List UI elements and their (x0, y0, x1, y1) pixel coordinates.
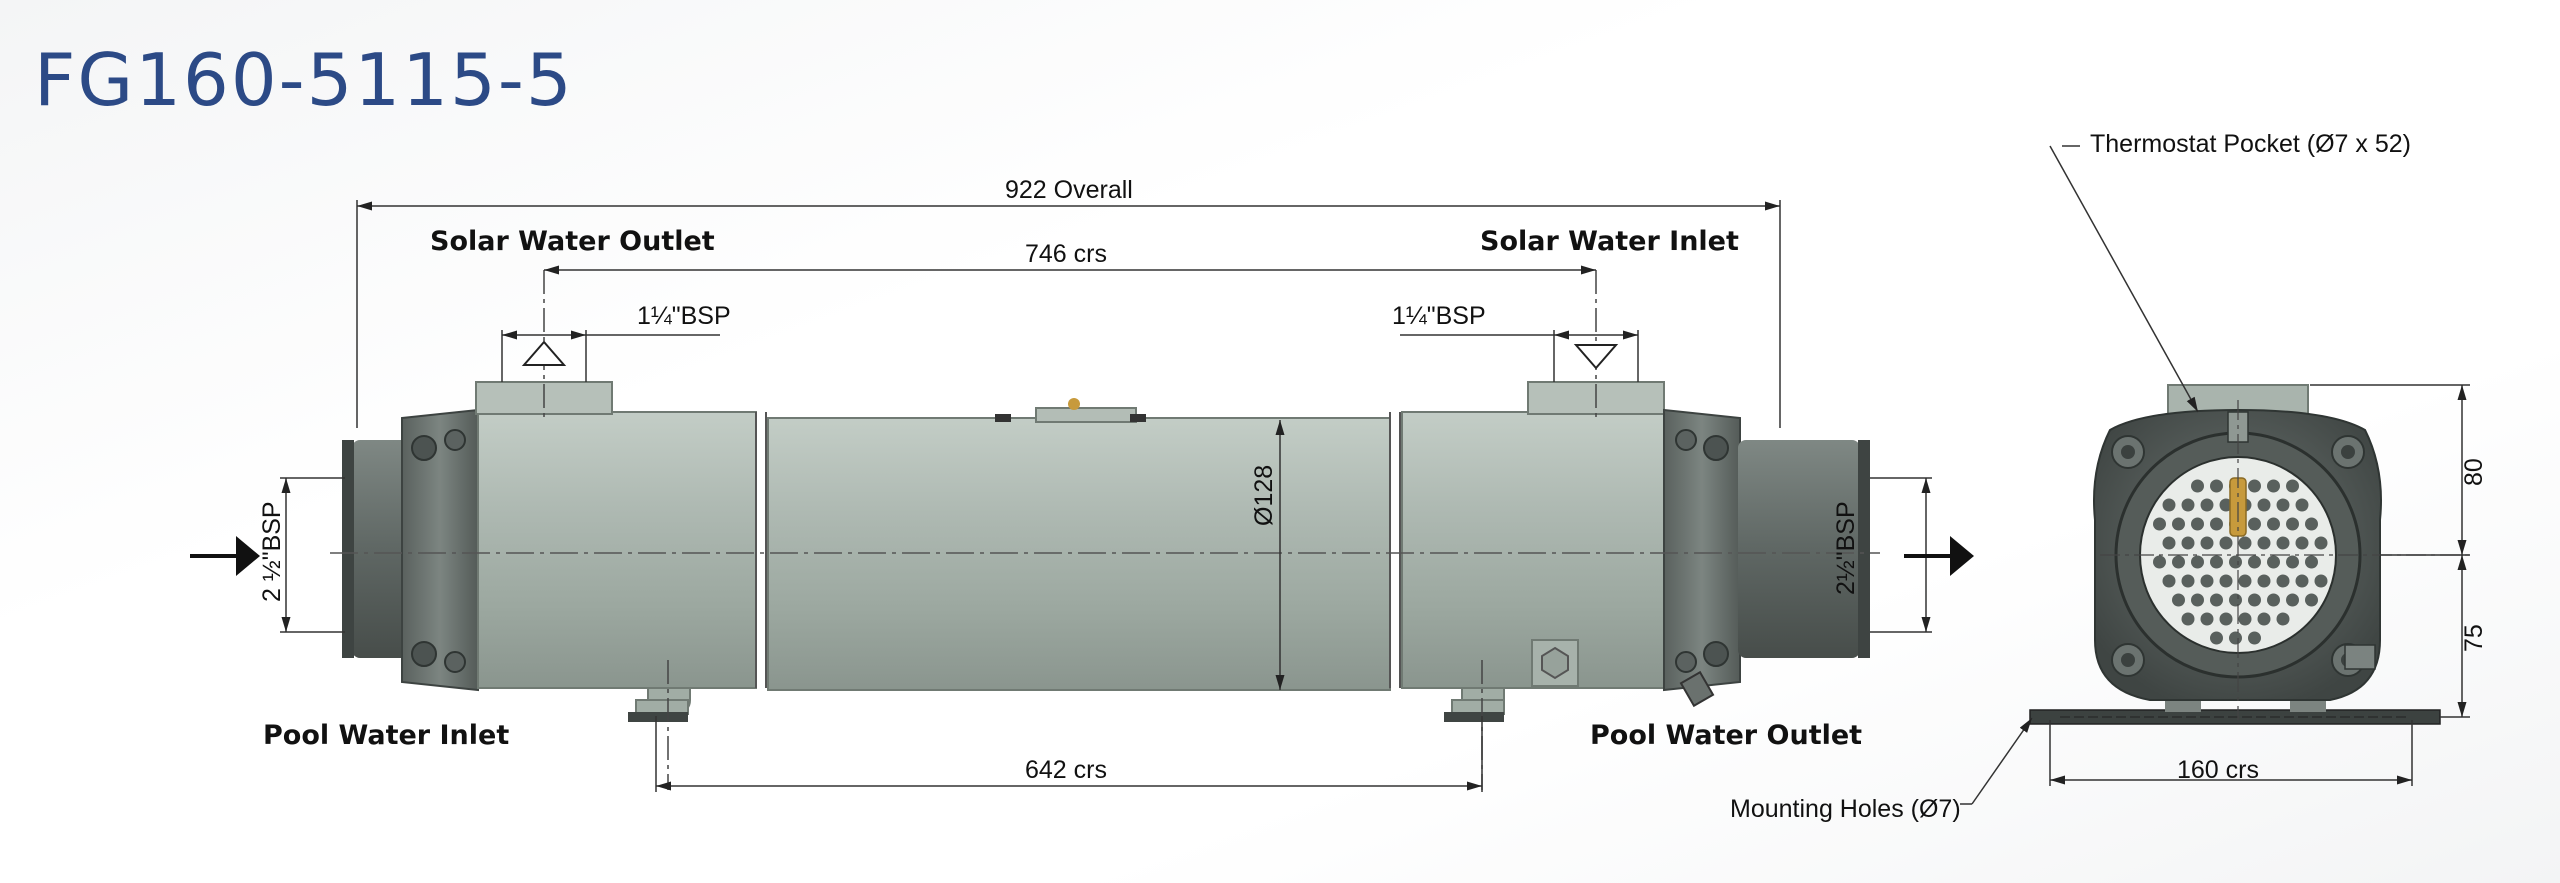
tube-hole (2200, 498, 2214, 512)
tube-hole (2286, 517, 2299, 531)
tube-hole (2257, 612, 2271, 626)
tube-hole (2181, 536, 2195, 550)
drawing-title: FG160-5115-5 (34, 38, 574, 122)
end-crs-dimension: 160 crs (2177, 756, 2259, 784)
tube-hole (2210, 517, 2223, 531)
tube-hole (2210, 555, 2223, 569)
tube-hole (2248, 555, 2261, 569)
tube-hole (2229, 555, 2242, 569)
solar-water-inlet-label: Solar Water Inlet (1480, 226, 1739, 257)
mounting-holes-label: Mounting Holes (Ø7) (1730, 795, 1961, 823)
shell-section-left (477, 411, 757, 689)
bsp-right-top: 1¼"BSP (1392, 302, 1486, 330)
tube-hole (2286, 555, 2299, 569)
tube-hole (2305, 593, 2318, 607)
right-flange (1663, 408, 1741, 692)
tube-hole (2191, 479, 2204, 493)
end-view (2029, 384, 2470, 725)
tube-hole (2219, 574, 2233, 588)
tube-hole (2162, 536, 2176, 550)
bottom-crs-dimension: 642 crs (1025, 756, 1107, 784)
tube-hole (2267, 555, 2280, 569)
upper-height-dimension: 80 (2460, 458, 2488, 486)
tube-hole (2191, 593, 2204, 607)
tube-hole (2191, 555, 2204, 569)
tube-hole (2276, 536, 2290, 550)
tube-hole (2181, 574, 2195, 588)
left-flange (401, 408, 479, 692)
tube-hole (2172, 593, 2185, 607)
tube-hole (2162, 574, 2176, 588)
tube-hole (2295, 574, 2309, 588)
tube-hole (2257, 536, 2271, 550)
tube-hole (2172, 517, 2185, 531)
tube-hole (2191, 517, 2204, 531)
bsp-left-top: 1¼"BSP (637, 302, 731, 330)
tube-hole (2210, 631, 2223, 645)
tube-hole (2267, 517, 2280, 531)
tube-hole (2248, 593, 2261, 607)
tube-hole (2153, 517, 2166, 531)
tube-hole (2276, 498, 2290, 512)
tube-hole (2276, 612, 2290, 626)
tube-hole (2286, 479, 2299, 493)
tube-hole (2219, 612, 2233, 626)
solar-water-outlet-label: Solar Water Outlet (430, 226, 715, 257)
tube-hole (2229, 593, 2242, 607)
tube-hole (2181, 612, 2195, 626)
tube-hole (2210, 479, 2223, 493)
flow-out-arrow-icon (1904, 536, 1974, 576)
diameter-dimension: Ø128 (1250, 464, 1278, 526)
bsp-left-side: 2 ½"BSP (258, 501, 286, 602)
top-crs-dimension: 746 crs (1025, 240, 1107, 268)
tube-hole (2314, 574, 2328, 588)
inlet-triangle-icon (1573, 344, 1619, 370)
side-view (330, 381, 1880, 722)
outlet-triangle-icon (521, 340, 567, 366)
tube-hole (2248, 631, 2261, 645)
pool-water-inlet-label: Pool Water Inlet (263, 720, 510, 751)
shell-section-middle (767, 417, 1391, 691)
tube-hole (2276, 574, 2290, 588)
tube-hole (2305, 517, 2318, 531)
pool-water-outlet-label: Pool Water Outlet (1590, 720, 1863, 751)
tube-hole (2172, 555, 2185, 569)
tube-hole (2200, 574, 2214, 588)
tube-hole (2210, 593, 2223, 607)
tube-hole (2267, 479, 2280, 493)
tube-hole (2314, 536, 2328, 550)
tube-hole (2153, 555, 2166, 569)
tube-hole (2257, 574, 2271, 588)
lower-height-dimension: 75 (2460, 624, 2488, 652)
tube-hole (2295, 536, 2309, 550)
overall-dimension: 922 Overall (1005, 176, 1133, 204)
tube-hole (2248, 479, 2261, 493)
tube-hole (2286, 593, 2299, 607)
right-end-cap (1738, 440, 1860, 658)
tube-hole (2200, 612, 2214, 626)
thermostat-pocket-label: Thermostat Pocket (Ø7 x 52) (2090, 130, 2411, 158)
tube-hole (2238, 574, 2252, 588)
tube-hole (2200, 536, 2214, 550)
bsp-right-side: 2½"BSP (1832, 501, 1860, 595)
tube-hole (2267, 593, 2280, 607)
tube-hole (2305, 555, 2318, 569)
tube-hole (2162, 498, 2176, 512)
tube-hole (2248, 517, 2261, 531)
tube-hole (2219, 536, 2233, 550)
tube-hole (2181, 498, 2195, 512)
tube-hole (2295, 498, 2309, 512)
flow-in-arrow-icon (190, 536, 260, 576)
tube-hole (2229, 631, 2242, 645)
tube-hole (2257, 498, 2271, 512)
tube-hole (2238, 612, 2252, 626)
tube-hole (2238, 536, 2252, 550)
tube-bundle (2153, 479, 2328, 645)
